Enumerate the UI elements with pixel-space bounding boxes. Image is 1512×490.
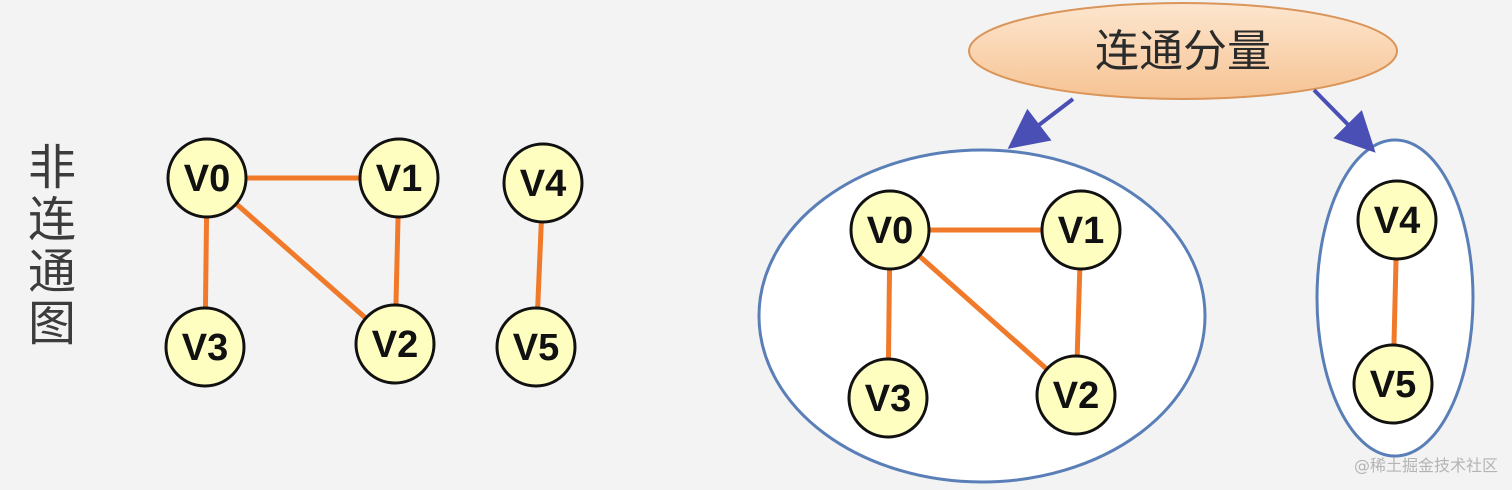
component2-node-label-v5: V5 — [1370, 364, 1416, 406]
graph-node-label-v2: V2 — [372, 324, 418, 366]
component-arrow-1 — [1007, 97, 1075, 149]
component1-node-label-v0: V0 — [867, 210, 913, 252]
component1-node-label-v2: V2 — [1053, 375, 1099, 417]
graph-node-v5 — [495, 306, 577, 388]
graph-node-v2 — [354, 303, 436, 385]
component-arrow-2 — [1312, 88, 1376, 153]
non-connected-graph-label: 非连通图 — [27, 140, 76, 352]
connected-component-1 — [757, 148, 1207, 484]
graph-node-v0 — [166, 137, 248, 219]
graph-node-label-v5: V5 — [513, 327, 559, 369]
graph-node-label-v1: V1 — [376, 158, 422, 200]
watermark: @稀土掘金技术社区 — [1353, 456, 1498, 475]
component2-node-v4 — [1356, 179, 1438, 261]
graph-node-label-v3: V3 — [182, 327, 228, 369]
component1-node-v0 — [849, 189, 931, 271]
graph-node-label-v4: V4 — [520, 163, 566, 205]
component2-node-label-v4: V4 — [1374, 200, 1420, 242]
graph-edge-v0-v2 — [205, 176, 397, 346]
graph-node-v4 — [502, 142, 584, 224]
title-text: 连通分量 — [1095, 26, 1271, 77]
graph-node-label-v0: V0 — [184, 158, 230, 200]
graph-node-v1 — [358, 137, 440, 219]
component1-edge-v0-v2 — [888, 228, 1078, 397]
graph-node-v3 — [164, 306, 246, 388]
component2-node-v5 — [1352, 343, 1434, 425]
component1-node-v1 — [1040, 189, 1122, 271]
title-bubble — [968, 2, 1398, 100]
component1-node-label-v3: V3 — [865, 378, 911, 420]
component1-node-v3 — [847, 357, 929, 439]
component1-node-v2 — [1035, 354, 1117, 436]
component1-node-label-v1: V1 — [1058, 210, 1104, 252]
